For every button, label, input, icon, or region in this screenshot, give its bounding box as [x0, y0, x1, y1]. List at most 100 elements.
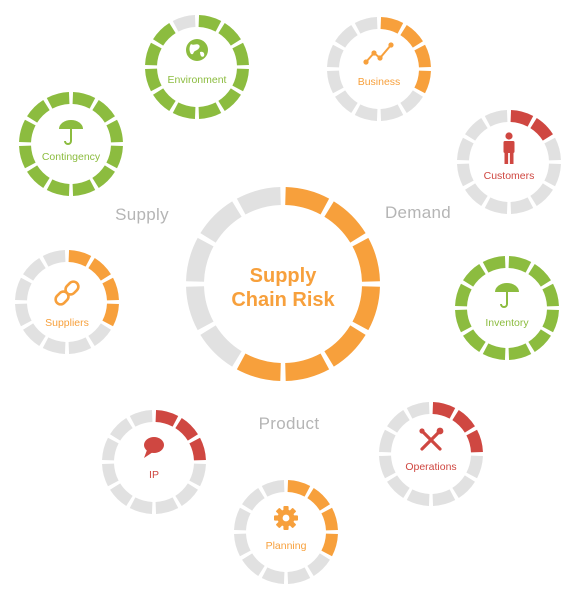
business-ring-segment	[327, 44, 344, 68]
planning-ring-segment	[261, 567, 285, 584]
trend-line-icon	[363, 42, 394, 65]
contingency-ring-segment	[72, 179, 96, 196]
inventory-label: Inventory	[485, 317, 529, 329]
environment-ring-segment	[153, 23, 176, 46]
suppliers-ring-segment	[23, 258, 46, 281]
planning-ring-segment	[307, 553, 330, 576]
central-ring-segment	[186, 237, 214, 283]
operations-node[interactable]: Operations	[379, 402, 483, 506]
environment-node[interactable]: Environment	[145, 15, 249, 119]
environment-ring-segment	[232, 42, 249, 66]
business-ring-segment	[380, 104, 404, 121]
environment-ring-segment	[218, 88, 241, 111]
customers-node[interactable]: Customers	[457, 110, 561, 214]
inventory-node[interactable]: Inventory	[455, 256, 559, 360]
operations-ring-segment	[387, 410, 410, 433]
planning-ring-segment	[321, 533, 338, 557]
ip-ring-segment	[110, 418, 133, 441]
contingency-ring-segment	[46, 179, 70, 196]
ip-ring-segment	[155, 497, 179, 514]
suppliers-ring-segment	[42, 250, 66, 267]
operations-ring-segment	[466, 429, 483, 453]
central-ring-segment	[236, 187, 282, 215]
central-risk-ring[interactable]: Supply Chain Risk	[186, 187, 380, 381]
business-ring-segment	[327, 70, 344, 94]
customers-ring-segment	[544, 137, 561, 161]
inventory-ring-segment	[463, 264, 486, 287]
operations-ring-segment	[452, 475, 475, 498]
planning-ring-segment	[321, 507, 338, 531]
contingency-ring-segment	[72, 92, 96, 109]
planning-ring-segment	[234, 507, 251, 531]
business-ring-segment	[335, 25, 358, 48]
contingency-ring-segments	[19, 92, 123, 196]
environment-ring-segment	[172, 15, 196, 32]
inventory-ring-segment	[463, 329, 486, 352]
tools-icon	[419, 427, 444, 451]
suppliers-ring-segment	[68, 250, 92, 267]
operations-ring-segments	[379, 402, 483, 506]
ip-ring-segment	[189, 463, 206, 487]
central-ring-segment	[200, 325, 242, 367]
inventory-ring-segment	[455, 309, 472, 333]
environment-ring-segment	[232, 68, 249, 92]
ip-ring-segment	[175, 418, 198, 441]
customers-ring-segment	[484, 110, 508, 127]
contingency-ring-segment	[27, 165, 50, 188]
suppliers-ring-segment	[15, 303, 32, 327]
inventory-ring-segment	[542, 309, 559, 333]
inventory-ring-segment	[455, 283, 472, 307]
operations-ring-segment	[406, 489, 430, 506]
operations-ring-segment	[406, 402, 430, 419]
business-node[interactable]: Business	[327, 17, 431, 121]
environment-ring-segment	[218, 23, 241, 46]
supply-region-label: Supply	[115, 205, 169, 224]
customers-label: Customers	[484, 170, 535, 182]
inventory-ring-segments	[455, 256, 559, 360]
contingency-ring-segment	[46, 92, 70, 109]
suppliers-ring-segment	[88, 258, 111, 281]
suppliers-ring-segments	[15, 250, 119, 354]
globe-icon	[186, 39, 208, 61]
central-ring-segment	[200, 201, 242, 243]
contingency-label: Contingency	[42, 151, 101, 163]
suppliers-node[interactable]: Suppliers	[15, 250, 119, 354]
customers-ring-segment	[544, 163, 561, 187]
contingency-ring-segment	[27, 100, 50, 123]
planning-ring-segments	[234, 480, 338, 584]
person-icon	[503, 132, 515, 164]
environment-ring-segments	[145, 15, 249, 119]
customers-ring-segment	[510, 110, 534, 127]
center-title-line1: Supply	[250, 265, 318, 287]
customers-ring-segment	[457, 137, 474, 161]
contingency-node[interactable]: Contingency	[19, 92, 123, 196]
ip-ring-segment	[102, 463, 119, 487]
ip-ring-segment	[129, 497, 153, 514]
environment-label: Environment	[168, 74, 227, 86]
center-title-line2: Chain Risk	[231, 289, 335, 311]
central-ring-segment	[186, 285, 214, 331]
ip-ring-segment	[110, 483, 133, 506]
planning-ring-segment	[242, 553, 265, 576]
business-ring-segment	[414, 44, 431, 68]
customers-ring-segment	[510, 197, 534, 214]
ip-ring-segment	[189, 437, 206, 461]
suppliers-ring-segment	[102, 277, 119, 301]
contingency-ring-segment	[19, 145, 36, 169]
contingency-ring-segment	[92, 165, 115, 188]
inventory-ring-segment	[482, 256, 506, 273]
business-ring-segment	[335, 90, 358, 113]
business-ring-segment	[354, 17, 378, 34]
planning-node[interactable]: Planning	[234, 480, 338, 584]
suppliers-ring-segment	[15, 277, 32, 301]
environment-ring-segment	[198, 15, 222, 32]
operations-ring-segment	[379, 429, 396, 453]
environment-ring-segment	[145, 68, 162, 92]
suppliers-ring-segment	[68, 337, 92, 354]
contingency-ring-segment	[106, 145, 123, 169]
ip-node[interactable]: IP	[102, 410, 206, 514]
central-ring-segment	[284, 187, 330, 215]
operations-ring-segment	[379, 455, 396, 479]
planning-ring-segment	[287, 567, 311, 584]
